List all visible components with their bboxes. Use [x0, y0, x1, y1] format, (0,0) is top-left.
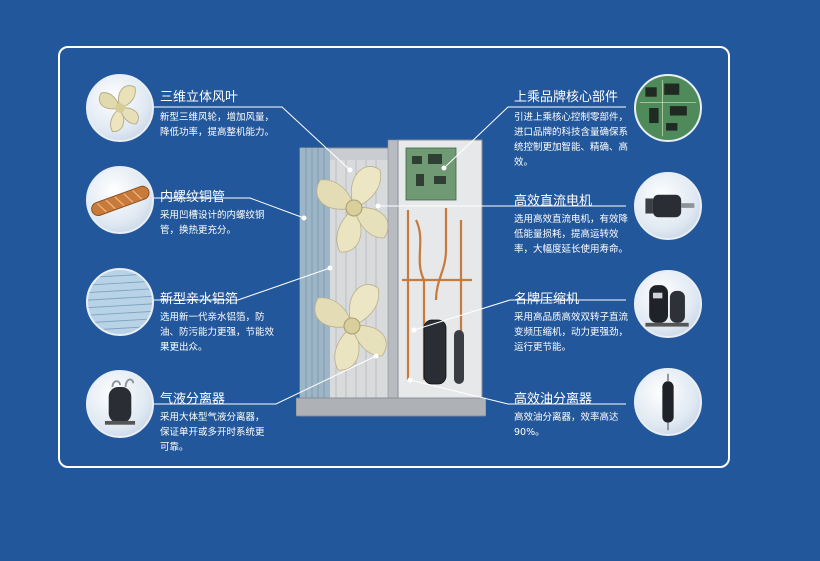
copper-tube-icon [86, 166, 154, 234]
feature-desc-aluminum-fin: 选用新一代亲水铝箔，防油、防污能力更强，节能效果更出众。 [160, 312, 275, 353]
feature-title-gas-liquid-separator: 气液分离器 [160, 392, 226, 407]
feature-panel [58, 46, 730, 468]
feature-title-dc-motor: 高效直流电机 [514, 194, 593, 209]
feature-desc-compressor: 采用高品质高效双转子直流变频压缩机，动力更强劲，运行更节能。 [514, 312, 629, 353]
feature-title-aluminum-fin: 新型亲水铝箔 [160, 292, 239, 307]
gas-liquid-separator-icon [86, 370, 154, 438]
feature-desc-core-parts: 引进上乘核心控制零部件，进口品牌的科技含量确保系统控制更加智能、精确、高效。 [514, 112, 629, 168]
aluminum-fin-icon [86, 268, 154, 336]
compressor-icon [634, 270, 702, 338]
feature-desc-oil-separator: 高效油分离器，效率高达90%。 [514, 412, 619, 438]
oil-separator-icon [634, 368, 702, 436]
feature-title-fan-blade: 三维立体风叶 [160, 90, 239, 105]
feature-desc-gas-liquid-separator: 采用大体型气液分离器，保证单开或多开时系统更可靠。 [160, 412, 265, 453]
feature-desc-fan-blade: 新型三维风轮，增加风量，降低功率，提高整机能力。 [160, 112, 275, 138]
feature-title-core-parts: 上乘品牌核心部件 [514, 90, 619, 105]
outdoor-unit-illustration [296, 130, 486, 422]
feature-title-copper-tube: 内螺纹铜管 [160, 190, 226, 205]
fan-blade-icon [86, 74, 154, 142]
feature-title-compressor: 名牌压缩机 [514, 292, 580, 307]
feature-title-oil-separator: 高效油分离器 [514, 392, 593, 407]
feature-desc-dc-motor: 选用高效直流电机，有效降低能量损耗，提高运转效率，大幅度延长使用寿命。 [514, 214, 629, 255]
dc-motor-icon [634, 172, 702, 240]
circuit-board-icon [634, 74, 702, 142]
feature-desc-copper-tube: 采用凹槽设计的内螺纹铜管，换热更充分。 [160, 210, 265, 236]
